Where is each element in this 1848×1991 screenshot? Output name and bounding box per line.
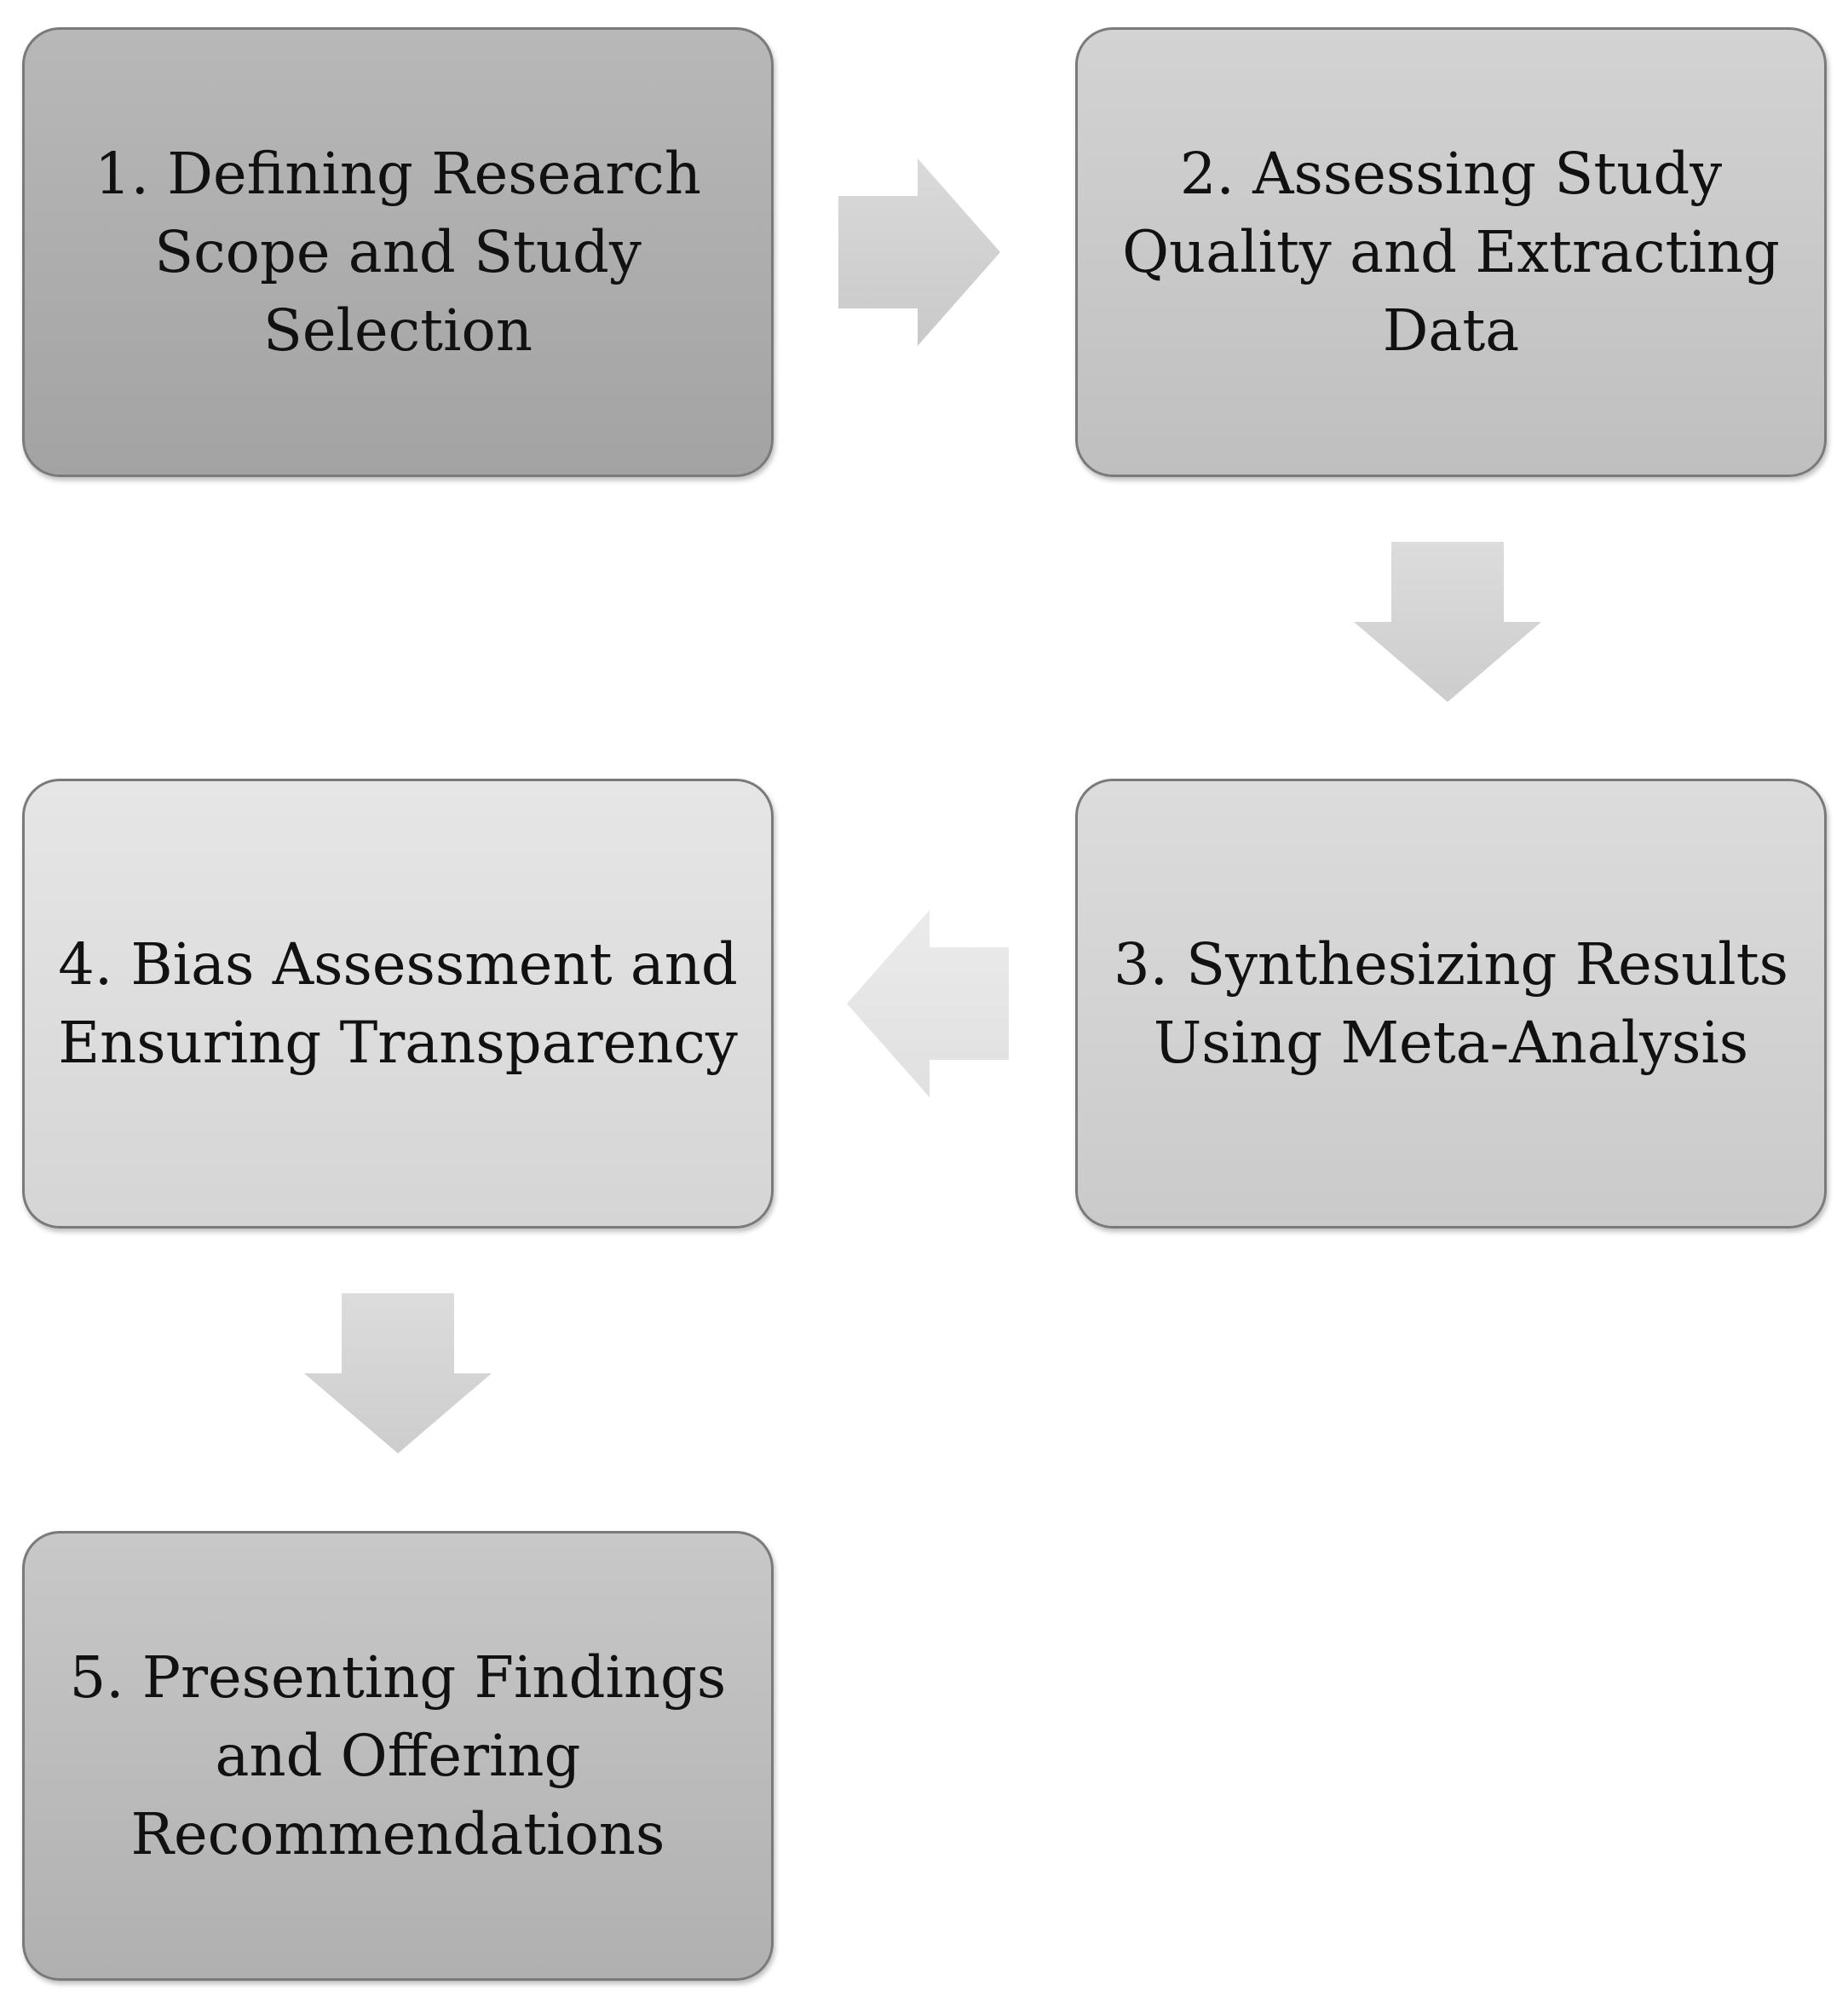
- step-5-box: 5. Presenting Findings and Offering Reco…: [22, 1531, 774, 1981]
- step-1-box: 1. Defining Research Scope and Study Sel…: [22, 27, 774, 477]
- step-3-box: 3. Synthesizing Results Using Meta-Analy…: [1075, 779, 1827, 1229]
- step-3-label: 3. Synthesizing Results Using Meta-Analy…: [1113, 931, 1789, 1076]
- step-5-label: 5. Presenting Findings and Offering Reco…: [69, 1644, 727, 1867]
- step-4-label: 4. Bias Assessment and Ensuring Transpar…: [58, 931, 738, 1076]
- arrow-left-icon: [847, 910, 1009, 1097]
- step-2-box: 2. Assessing Study Quality and Extractin…: [1075, 27, 1827, 477]
- step-1-label: 1. Defining Research Scope and Study Sel…: [95, 141, 701, 364]
- arrow-right-icon: [838, 158, 1000, 346]
- arrow-down-icon: [304, 1293, 492, 1453]
- step-4-box: 4. Bias Assessment and Ensuring Transpar…: [22, 779, 774, 1229]
- arrow-down-icon: [1354, 542, 1541, 702]
- step-2-label: 2. Assessing Study Quality and Extractin…: [1122, 141, 1780, 364]
